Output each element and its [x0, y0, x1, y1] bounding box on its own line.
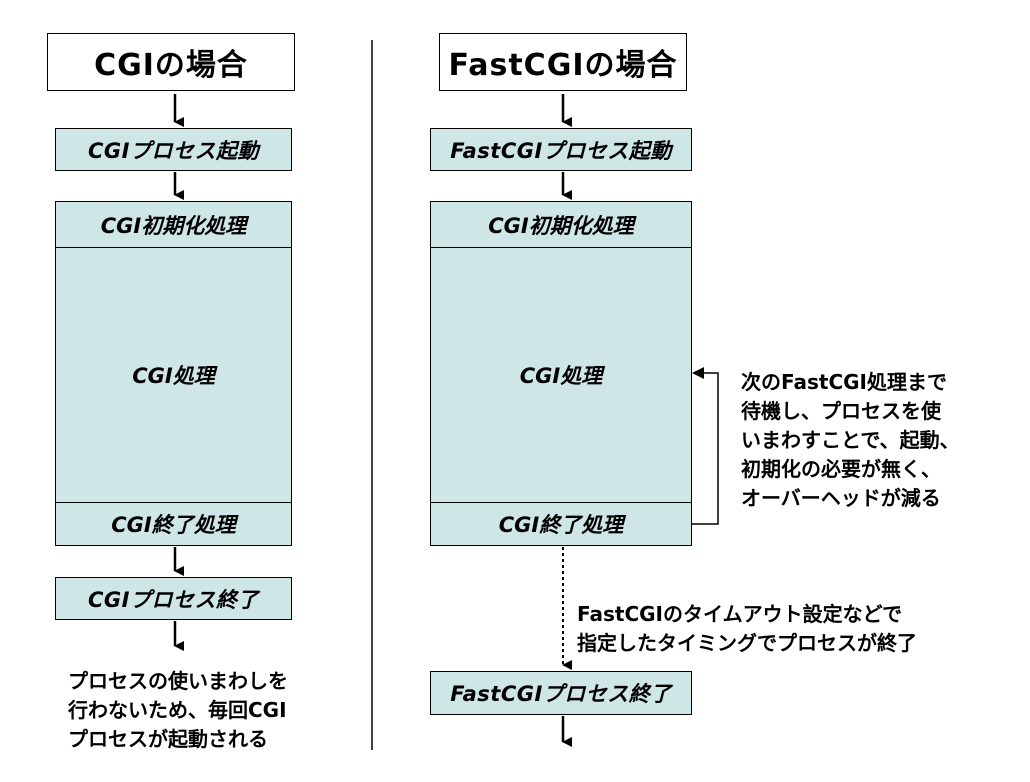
right-timeout-note: FastCGIのタイムアウト設定などで 指定したタイミングでプロセスが終了: [577, 602, 917, 655]
left-finish-section: CGI終了処理: [55, 502, 292, 546]
right-init-section: CGI初期化処理: [430, 201, 692, 248]
right-process-section: CGI処理: [430, 247, 692, 503]
left-process-section: CGI処理: [55, 247, 292, 503]
left-note: プロセスの使いまわしを 行わないため、毎回CGI プロセスが起動される: [68, 669, 288, 751]
left-init-section: CGI初期化処理: [55, 201, 292, 248]
left-process-end-box: CGIプロセス終了: [55, 577, 292, 620]
left-process-start-box: CGIプロセス起動: [55, 128, 292, 171]
right-loop-note: 次のFastCGI処理まで 待機し、プロセスを使 いまわすことで、起動、 初期化…: [741, 370, 960, 510]
left-title: CGIの場合: [47, 33, 295, 91]
right-finish-section: CGI終了処理: [430, 502, 692, 546]
right-process-start-box: FastCGIプロセス起動: [430, 128, 692, 171]
loop-back-connector: [692, 372, 719, 525]
right-process-end-box: FastCGIプロセス終了: [430, 671, 692, 715]
loop-back-arrowhead: [692, 367, 704, 379]
right-title: FastCGIの場合: [439, 33, 687, 91]
